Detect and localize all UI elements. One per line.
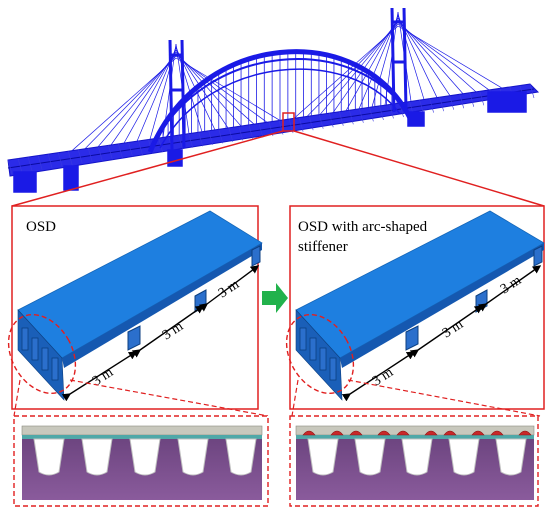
deck-truss-line <box>258 123 264 138</box>
right-panel-title-line1: OSD with arc-shaped <box>298 219 428 235</box>
deck-truss-line <box>47 154 53 169</box>
arc-stiffener <box>424 430 438 436</box>
trough-rib <box>129 438 161 476</box>
deck-truss-line <box>359 108 364 123</box>
deck-truss-line <box>369 107 374 122</box>
deck-truss-line <box>429 98 434 113</box>
trough-rib <box>401 438 433 476</box>
deck-truss-line <box>449 95 454 110</box>
trough-rib <box>495 438 527 476</box>
stay-cable <box>71 57 177 151</box>
deck-truss-line <box>238 126 244 141</box>
deck-truss-line <box>248 124 254 140</box>
trough-rib <box>33 438 65 476</box>
deck-truss-line <box>108 145 113 160</box>
deck-truss-line <box>338 111 344 126</box>
arc-stiffener <box>396 430 410 436</box>
deck-truss-line <box>208 130 214 145</box>
deck-truss-line <box>98 146 103 161</box>
trough-rib <box>177 438 209 476</box>
deck-truss-line <box>158 137 163 153</box>
arc-stiffener <box>377 430 391 436</box>
arc-stiffener <box>349 430 363 436</box>
bridge-highlight-box <box>282 112 295 132</box>
deck-truss-line <box>57 152 63 167</box>
deck-truss-line <box>138 140 143 156</box>
right-panel-title-line2: stiffener <box>298 239 348 255</box>
deck-truss-line <box>118 143 123 159</box>
arc-stiffener <box>490 430 504 436</box>
stay-cable <box>397 25 503 89</box>
left-dimension-lines <box>61 265 260 402</box>
deck-truss-line <box>278 120 284 135</box>
deck-truss-line <box>27 156 33 172</box>
deck-truss-line <box>188 133 193 148</box>
deck-truss-line <box>318 114 324 129</box>
right-section-detail <box>295 425 535 500</box>
deck-truss-line <box>77 149 83 164</box>
deck-truss-line <box>37 155 43 170</box>
deck-truss-line <box>439 97 444 112</box>
arc-stiffener <box>330 430 344 436</box>
zoom-line-left <box>11 130 284 207</box>
left-detail-region <box>7 313 77 395</box>
deck-truss-line <box>389 104 394 119</box>
deck-truss-line <box>7 159 13 175</box>
stay-cable <box>175 57 281 121</box>
deck-truss-line <box>349 110 354 125</box>
arc-stiffener <box>471 430 485 436</box>
right-detail-region <box>285 313 355 395</box>
bridge-deck <box>7 83 540 177</box>
deck-truss-line <box>529 83 535 99</box>
deck-truss-line <box>128 142 133 157</box>
left-section-detail <box>21 425 263 500</box>
trough-rib <box>81 438 113 476</box>
deck-truss-line <box>298 117 304 132</box>
arc-stiffener <box>443 430 457 436</box>
deck-truss-line <box>379 105 384 121</box>
deck-truss-line <box>67 151 73 166</box>
deck-truss-line <box>308 116 314 131</box>
deck-truss-line <box>198 132 204 147</box>
right-dimension-lines <box>341 265 542 402</box>
deck-truss-line <box>469 92 475 107</box>
deck-truss-line <box>459 94 465 109</box>
zoom-line-right <box>293 130 545 207</box>
arc-stiffener <box>518 430 532 436</box>
trough-rib <box>354 438 386 476</box>
deck-truss-line <box>479 91 485 106</box>
deck-truss-line <box>228 127 234 142</box>
deck-truss-line <box>328 113 334 128</box>
deck-truss-line <box>218 129 224 144</box>
trough-rib <box>448 438 480 476</box>
arc-stiffener <box>302 430 316 436</box>
deck-truss-line <box>17 158 23 173</box>
deck-truss-line <box>88 148 93 163</box>
trough-rib <box>225 438 257 476</box>
deck-truss-line <box>178 135 183 150</box>
left-panel-title: OSD <box>26 219 57 235</box>
bridge-model <box>7 7 540 193</box>
comparison-arrow <box>262 283 288 313</box>
trough-rib <box>307 438 339 476</box>
stay-cable <box>293 25 399 119</box>
